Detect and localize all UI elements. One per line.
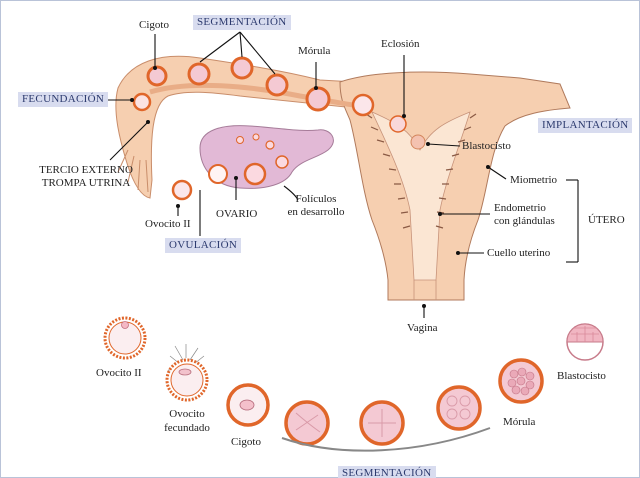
label-tercio-line2: TROMPA UTRINA [41, 177, 131, 189]
label-blastocisto-bottom: Blastocisto [557, 370, 606, 382]
label-ovocito-top: Ovocito II [145, 218, 191, 230]
label-ovocito-bottom: Ovocito II [96, 367, 142, 379]
label-ovario: OVARIO [216, 208, 258, 220]
label-miometrio: Miometrio [510, 174, 558, 186]
label-utero: ÚTERO [588, 214, 625, 226]
development-sequence [103, 316, 604, 452]
tag-segmentacion-top: SEGMENTACIÓN [193, 15, 291, 30]
label-endometrio-line1: Endometrio [494, 202, 546, 214]
ovary [199, 125, 334, 189]
label-endometrio-line2: con glándulas [494, 215, 555, 227]
label-ovocito-fec-line2: fecundado [164, 422, 210, 434]
label-vagina: Vagina [407, 322, 438, 334]
label-blastocisto-top: Blastocisto [462, 140, 511, 152]
ovocyte-ii-icon [171, 179, 193, 201]
label-cigoto-bottom: Cigoto [231, 436, 261, 448]
tag-ovulacion: OVULACIÓN [165, 238, 242, 253]
label-morula-bottom: Mórula [503, 416, 536, 428]
label-cigoto-top: Cigoto [139, 19, 169, 31]
uterus-shape [115, 55, 571, 301]
tube-cells [132, 56, 426, 150]
pointer-dots [130, 66, 490, 308]
label-ovocito-fec-line1: Ovocito [169, 408, 205, 420]
tag-segmentacion-bottom: SEGMENTACIÓN [338, 466, 436, 478]
tag-implantacion: IMPLANTACIÓN [538, 118, 633, 133]
label-cuello: Cuello uterino [487, 247, 551, 259]
label-eclosion: Eclosión [381, 38, 420, 50]
label-foliculos-line2: en desarrollo [287, 206, 345, 218]
label-tercio-line1: TERCIO EXTERNO [39, 164, 133, 176]
label-morula-top: Mórula [298, 45, 331, 57]
pointer-lines [108, 31, 579, 318]
tag-fecundacion: FECUNDACIÓN [18, 92, 109, 107]
label-foliculos-line1: Folículos [295, 193, 337, 205]
